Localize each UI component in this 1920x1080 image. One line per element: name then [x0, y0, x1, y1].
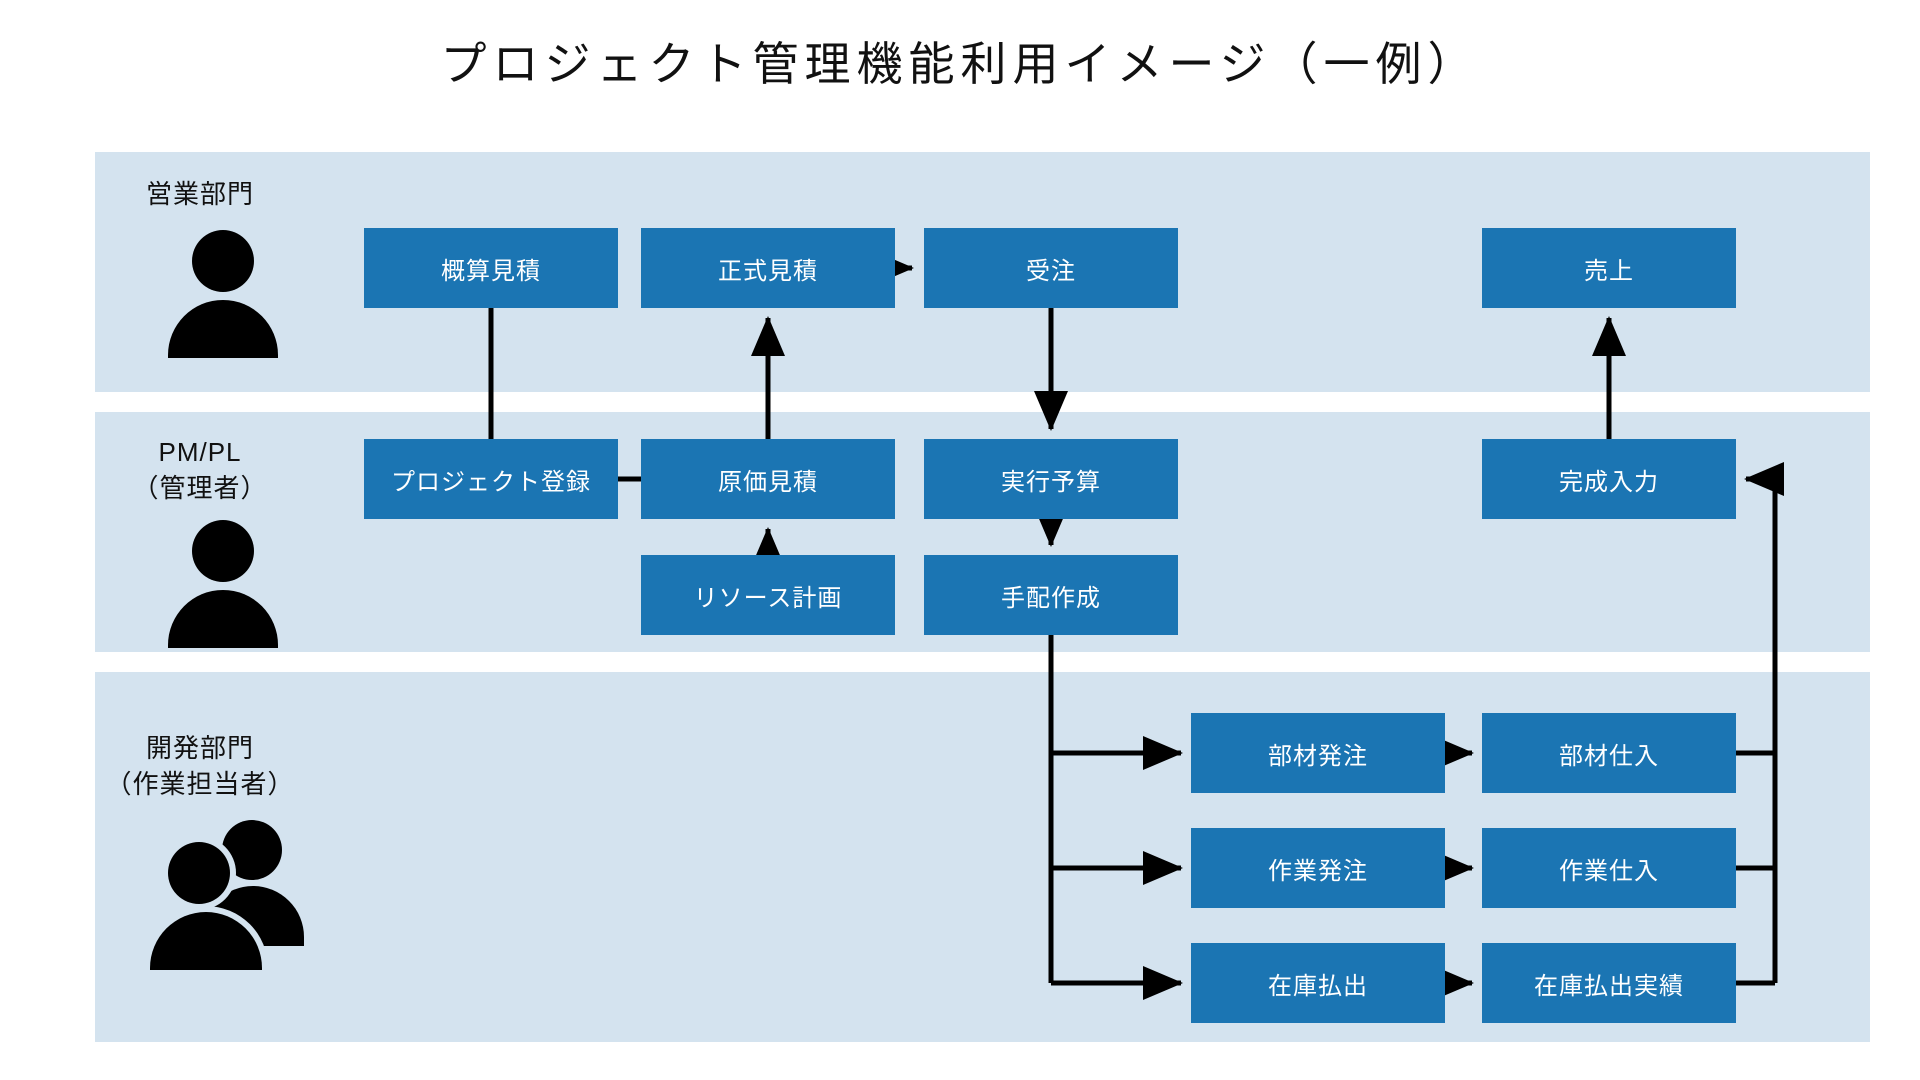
lane-label-development: 開発部門 （作業担当者）	[80, 730, 320, 802]
lane-label-development-line2: （作業担当者）	[105, 769, 295, 799]
person-icon	[160, 230, 290, 358]
person-icon-head	[192, 230, 254, 292]
lane-label-pmpl-line1: PM/PL	[158, 437, 242, 467]
process-box-order-receipt[interactable]: 受注	[924, 228, 1178, 308]
lane-label-sales-text: 営業部門	[145, 179, 254, 209]
lane-label-pmpl-line2: （管理者）	[132, 473, 268, 503]
lane-label-sales: 営業部門	[100, 176, 300, 212]
lane-label-pmpl: PM/PL （管理者）	[100, 434, 300, 506]
lane-label-development-line1: 開発部門	[145, 733, 254, 763]
process-box-cost-estimate[interactable]: 原価見積	[641, 439, 895, 519]
process-box-parts-order[interactable]: 部材発注	[1191, 713, 1445, 793]
process-box-resource-plan[interactable]: リソース計画	[641, 555, 895, 635]
people-group-icon-front-head	[168, 842, 230, 904]
person-icon	[160, 520, 290, 648]
page-title: プロジェクト管理機能利用イメージ（一例）	[440, 38, 1480, 90]
process-box-sales-amount[interactable]: 売上	[1482, 228, 1736, 308]
process-box-stock-issue-result[interactable]: 在庫払出実績	[1482, 943, 1736, 1023]
process-box-formal-estimate[interactable]: 正式見積	[641, 228, 895, 308]
process-box-parts-purchase[interactable]: 部材仕入	[1482, 713, 1736, 793]
process-box-work-order[interactable]: 作業発注	[1191, 828, 1445, 908]
process-box-project-registration[interactable]: プロジェクト登録	[364, 439, 618, 519]
process-box-arrangement-creation[interactable]: 手配作成	[924, 555, 1178, 635]
people-group-icon	[150, 820, 310, 970]
process-box-stock-issue[interactable]: 在庫払出	[1191, 943, 1445, 1023]
person-icon-body	[168, 300, 278, 358]
process-box-rough-estimate[interactable]: 概算見積	[364, 228, 618, 308]
person-icon-body	[168, 590, 278, 648]
person-icon-head	[192, 520, 254, 582]
process-box-execution-budget[interactable]: 実行予算	[924, 439, 1178, 519]
process-box-work-purchase[interactable]: 作業仕入	[1482, 828, 1736, 908]
process-box-completion-input[interactable]: 完成入力	[1482, 439, 1736, 519]
people-group-icon-back-head	[222, 820, 282, 880]
